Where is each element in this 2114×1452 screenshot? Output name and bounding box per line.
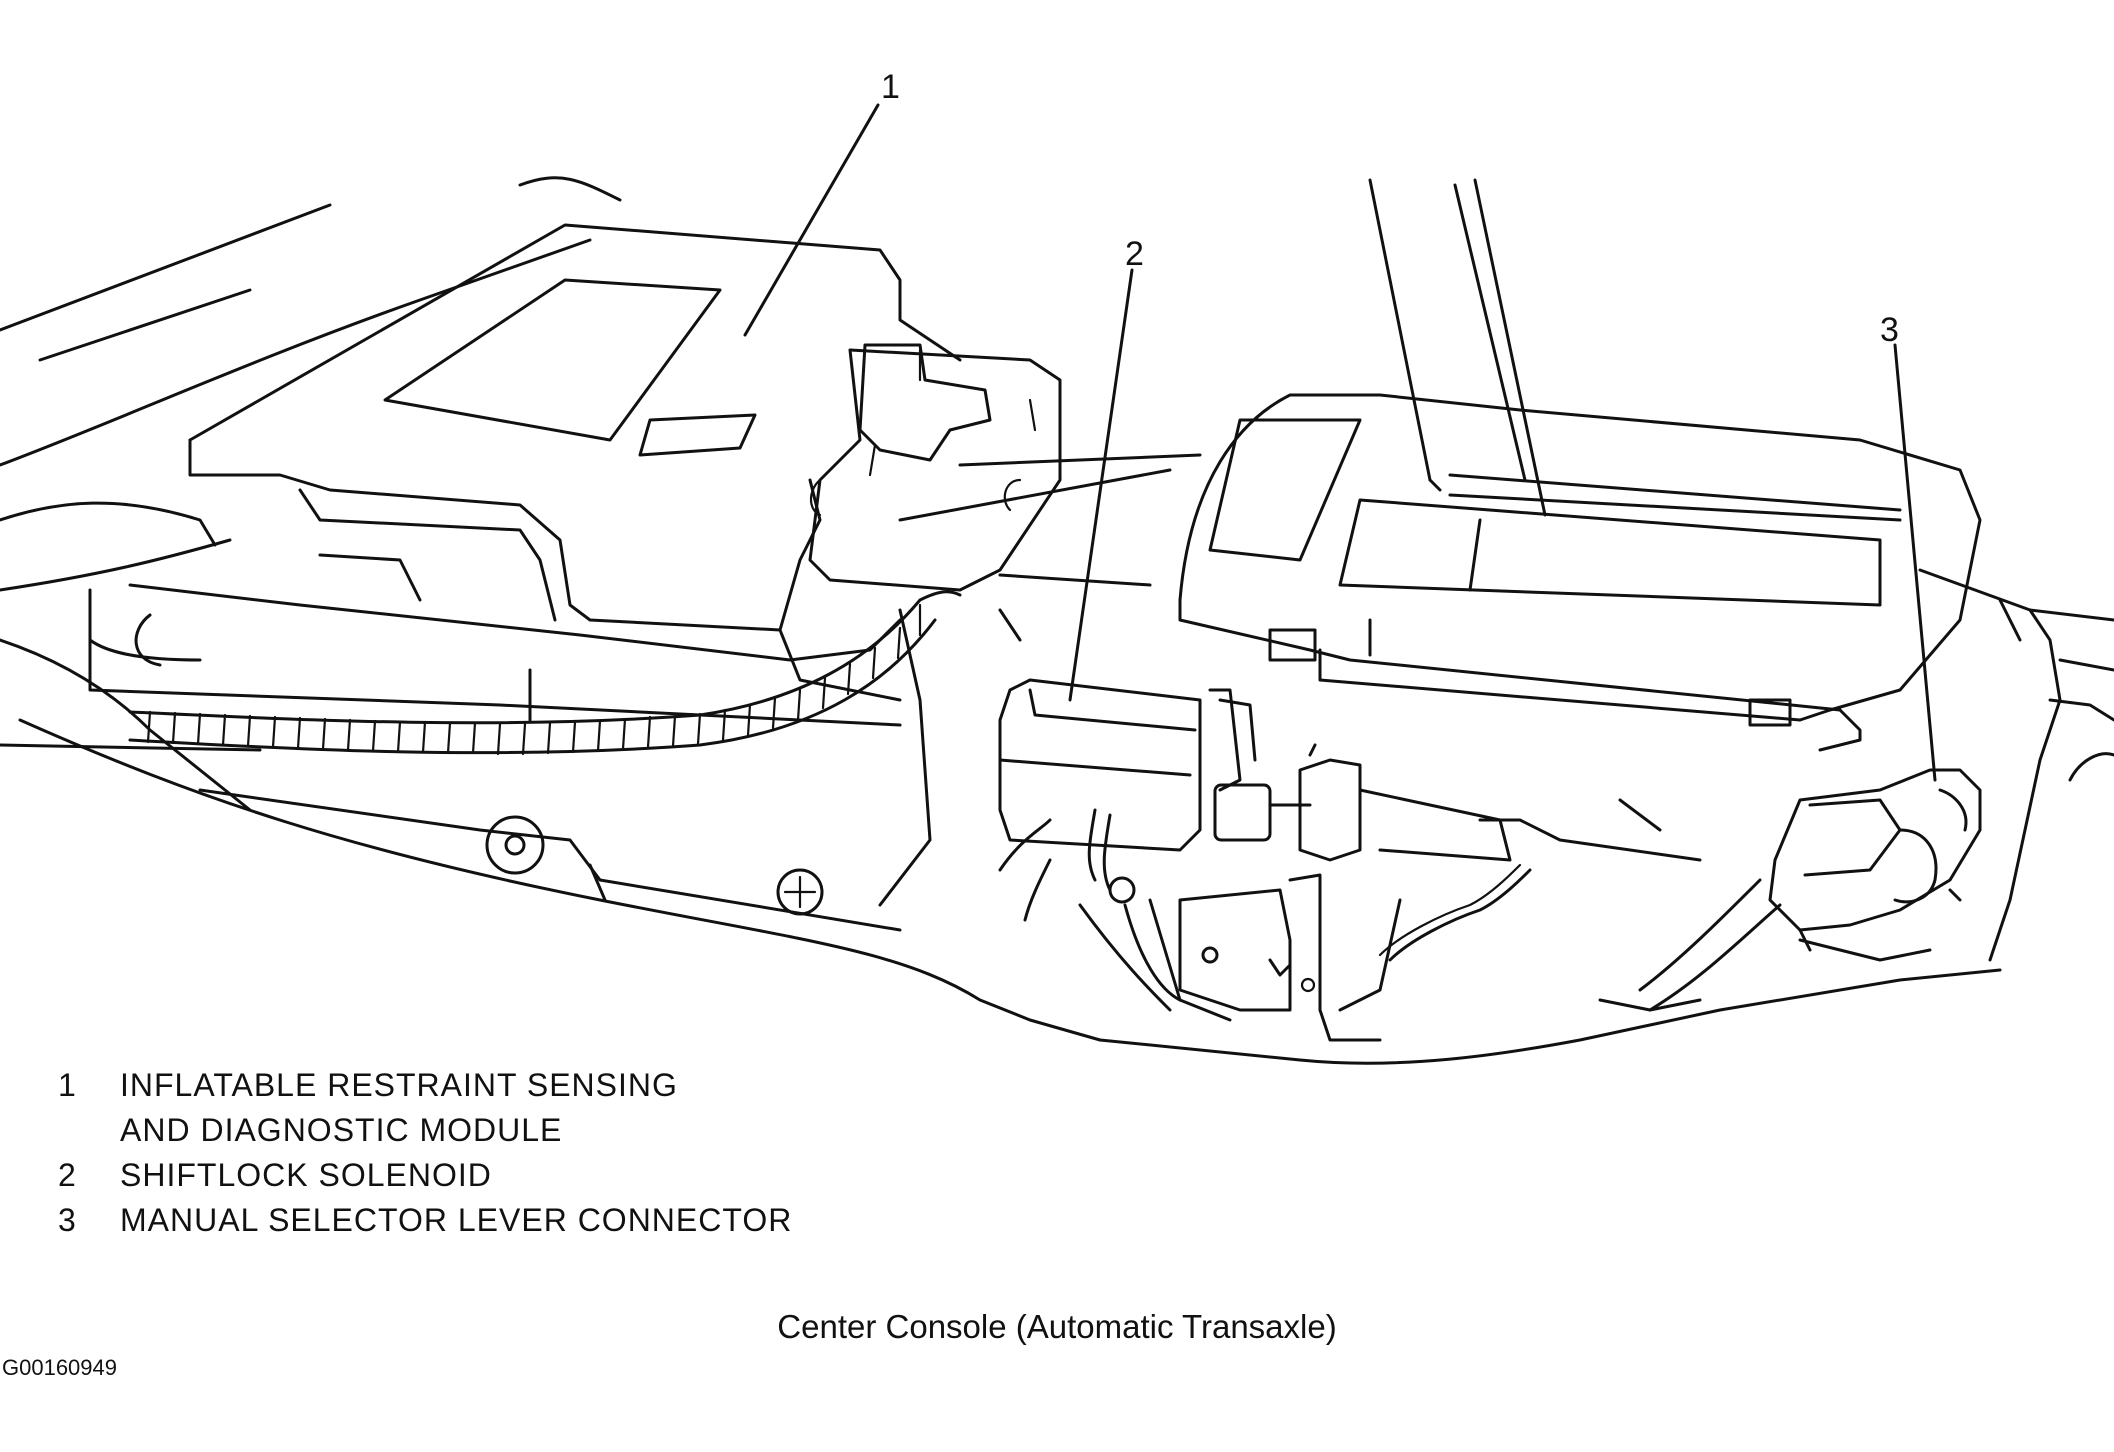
leader-lines (743, 103, 1937, 782)
left-trim (0, 176, 622, 812)
wiring-harness (128, 590, 962, 756)
selector-lever-connector (1598, 768, 1982, 1012)
shifter-lever (1368, 178, 1547, 517)
lower-bracket (18, 718, 1102, 1042)
callout-number-2: 2 (1125, 235, 1144, 273)
legend: 1 INFLATABLE RESTRAINT SENSING AND DIAGN… (58, 1063, 792, 1243)
legend-text: AND DIAGNOSTIC MODULE (120, 1112, 563, 1148)
callout-number-3: 3 (1880, 311, 1899, 349)
module-connector (808, 343, 1062, 592)
legend-text: SHIFTLOCK SOLENOID (120, 1157, 492, 1193)
lever-bracket (1178, 818, 1702, 1042)
legend-number: 3 (58, 1202, 77, 1238)
callout-number-1: 1 (881, 68, 900, 106)
legend-item-1: 1 INFLATABLE RESTRAINT SENSING (58, 1063, 792, 1108)
figure-caption: Center Console (Automatic Transaxle) (777, 1308, 1337, 1345)
legend-text: MANUAL SELECTOR LEVER CONNECTOR (120, 1202, 793, 1238)
shifter-base (1178, 393, 1982, 832)
figure-id: G00160949 (2, 1355, 117, 1380)
legend-text: INFLATABLE RESTRAINT SENSING (120, 1067, 678, 1103)
legend-item-1-continued: AND DIAGNOSTIC MODULE (58, 1108, 792, 1153)
console-floor (898, 453, 2002, 1065)
restraint-module (88, 223, 962, 907)
legend-number: 1 (58, 1067, 77, 1103)
right-body (1918, 568, 2114, 962)
legend-item-2: 2 SHIFTLOCK SOLENOID (58, 1153, 792, 1198)
legend-item-3: 3 MANUAL SELECTOR LEVER CONNECTOR (58, 1198, 792, 1243)
legend-number: 2 (58, 1157, 77, 1193)
shiftlock-solenoid (998, 678, 1512, 1012)
